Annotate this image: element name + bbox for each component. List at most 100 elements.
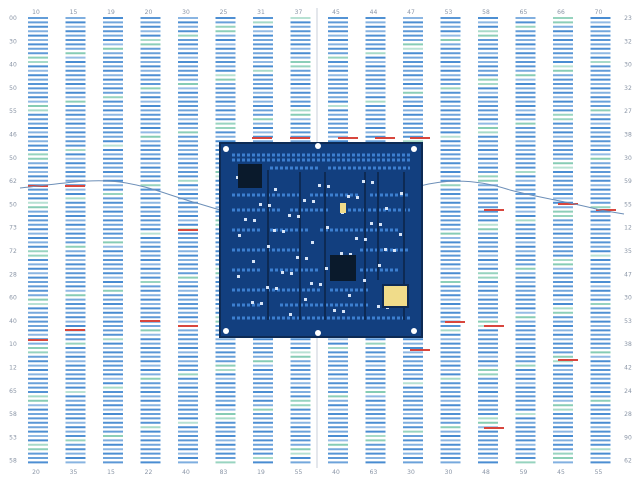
tick-label: 40 bbox=[332, 469, 340, 476]
solder-pad bbox=[347, 195, 350, 198]
tick-label: 73 bbox=[9, 225, 17, 232]
solder-pad bbox=[282, 230, 285, 233]
solder-pad bbox=[340, 252, 343, 255]
tick-label: 15 bbox=[107, 469, 115, 476]
chip-icon bbox=[238, 164, 262, 188]
solder-pad bbox=[290, 272, 293, 275]
tick-label: 55 bbox=[295, 469, 303, 476]
solder-pad bbox=[236, 176, 239, 179]
small-gold-pad bbox=[340, 203, 346, 213]
tick-label: 58 bbox=[482, 9, 490, 16]
solder-pad bbox=[288, 214, 291, 217]
solder-pad bbox=[289, 313, 292, 316]
tick-label: 53 bbox=[9, 434, 17, 441]
tick-label: 38 bbox=[624, 341, 632, 348]
tick-label: 50 bbox=[9, 201, 17, 208]
solder-pad bbox=[325, 267, 328, 270]
solder-pad bbox=[364, 238, 367, 241]
tick-label: 27 bbox=[624, 108, 632, 115]
solder-pad bbox=[355, 237, 358, 240]
tick-label: 19 bbox=[107, 9, 115, 16]
solder-pad bbox=[297, 215, 300, 218]
solder-pad bbox=[281, 271, 284, 274]
tick-label: 50 bbox=[9, 85, 17, 92]
tick-label: 10 bbox=[9, 341, 17, 348]
solder-pad bbox=[393, 249, 396, 252]
tick-label: 55 bbox=[624, 201, 632, 208]
tick-label: 15 bbox=[70, 9, 78, 16]
tick-label: 20 bbox=[145, 9, 153, 16]
wave-line-left bbox=[19, 180, 221, 211]
solder-pad bbox=[304, 298, 307, 301]
stripe-columns bbox=[28, 17, 611, 464]
solder-pad bbox=[244, 218, 247, 221]
mount-hole bbox=[223, 146, 229, 152]
tick-label: 32 bbox=[624, 38, 632, 45]
board-traces bbox=[232, 153, 410, 320]
tick-label: 55 bbox=[9, 108, 17, 115]
gold-pad bbox=[382, 284, 409, 308]
tick-label: 30 bbox=[182, 9, 190, 16]
tick-label: 00 bbox=[9, 15, 17, 22]
tick-label: 62 bbox=[9, 178, 17, 185]
mount-hole bbox=[411, 328, 417, 334]
tick-label: 23 bbox=[624, 15, 632, 22]
mount-hole bbox=[411, 146, 417, 152]
tick-label: 30 bbox=[445, 469, 453, 476]
solder-pad bbox=[273, 229, 276, 232]
solder-pad bbox=[310, 282, 313, 285]
tick-label: 53 bbox=[445, 9, 453, 16]
solder-pad bbox=[274, 188, 277, 191]
solder-pad bbox=[378, 264, 381, 267]
tick-label: 20 bbox=[32, 469, 40, 476]
tick-label: 12 bbox=[624, 225, 632, 232]
solder-pad bbox=[268, 204, 271, 207]
solder-pad bbox=[311, 241, 314, 244]
tick-label: 63 bbox=[370, 469, 378, 476]
solder-pad bbox=[267, 245, 270, 248]
solder-pad bbox=[385, 207, 388, 210]
mount-hole bbox=[315, 143, 321, 149]
solder-pad bbox=[400, 192, 403, 195]
tick-label: 45 bbox=[332, 9, 340, 16]
mount-hole bbox=[315, 330, 321, 336]
solder-pad bbox=[318, 184, 321, 187]
tick-label: 58 bbox=[9, 458, 17, 465]
solder-pad bbox=[342, 310, 345, 313]
solder-pad bbox=[319, 283, 322, 286]
tick-label: 59 bbox=[520, 469, 528, 476]
solder-pad bbox=[371, 181, 374, 184]
tick-label: 66 bbox=[557, 9, 565, 16]
tick-label: 30 bbox=[407, 469, 415, 476]
tick-label: 40 bbox=[9, 62, 17, 69]
tick-label: 38 bbox=[624, 132, 632, 139]
solder-pad bbox=[384, 248, 387, 251]
solder-pad bbox=[312, 200, 315, 203]
tick-label: 40 bbox=[182, 469, 190, 476]
tick-label: 30 bbox=[624, 155, 632, 162]
tick-label: 35 bbox=[70, 469, 78, 476]
tick-label: 55 bbox=[595, 469, 603, 476]
solder-pad bbox=[333, 309, 336, 312]
solder-pad bbox=[251, 301, 254, 304]
solder-pad bbox=[363, 279, 366, 282]
tick-label: 50 bbox=[9, 155, 17, 162]
solder-pad bbox=[252, 260, 255, 263]
circuit-board-icon bbox=[219, 142, 423, 338]
solder-pad bbox=[259, 203, 262, 206]
solder-pad bbox=[237, 275, 240, 278]
tick-label: 32 bbox=[624, 85, 632, 92]
chip-icon bbox=[330, 255, 356, 281]
tick-label: 83 bbox=[220, 469, 228, 476]
tick-label: 47 bbox=[624, 271, 632, 278]
tick-label: 40 bbox=[9, 318, 17, 325]
tick-label: 28 bbox=[624, 411, 632, 418]
tick-label: 30 bbox=[624, 295, 632, 302]
solder-pad bbox=[348, 294, 351, 297]
solder-pad bbox=[253, 219, 256, 222]
tick-label: 53 bbox=[624, 318, 632, 325]
solder-pad bbox=[303, 199, 306, 202]
